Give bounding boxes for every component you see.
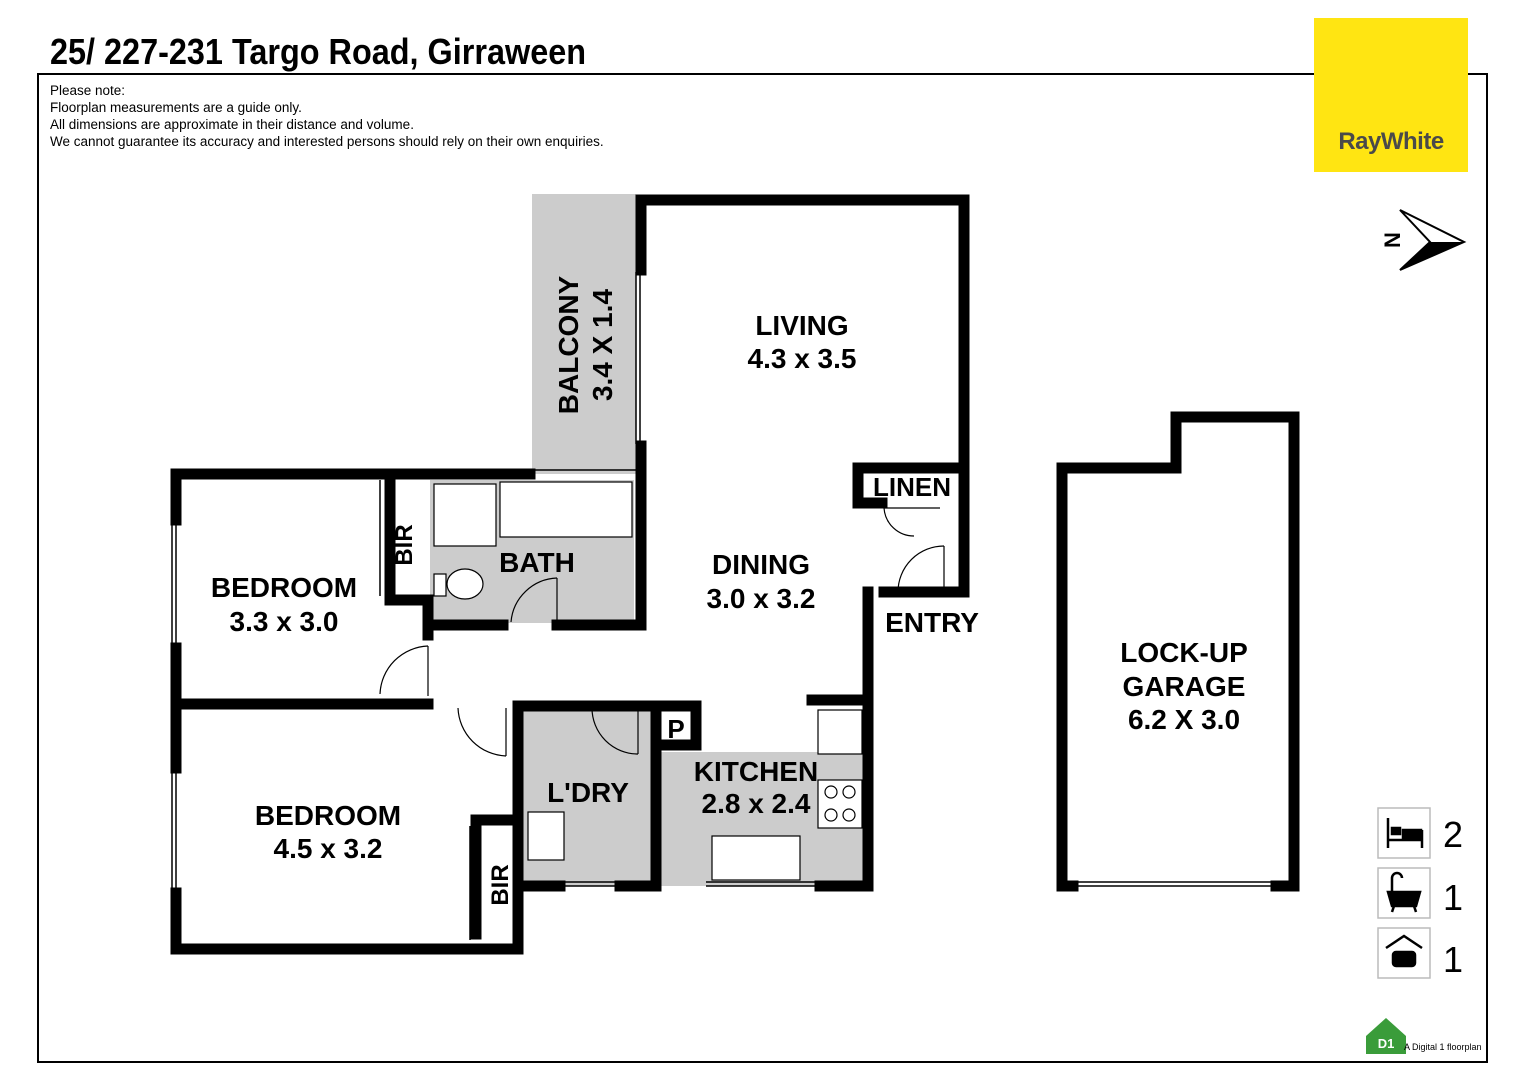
- note-line: All dimensions are approximate in their …: [50, 117, 414, 132]
- bir-bottom-label: BIR: [487, 864, 514, 905]
- windows: [171, 272, 1274, 940]
- bir-top-label: BIR: [391, 524, 418, 565]
- kitchen-label: KITCHEN: [694, 756, 818, 787]
- entry-label: ENTRY: [885, 607, 979, 638]
- credit-text: A Digital 1 floorplan: [1404, 1042, 1482, 1052]
- garage-label-2: GARAGE: [1123, 671, 1246, 702]
- balcony-area: [532, 194, 636, 474]
- bathroom-count: 1: [1443, 877, 1463, 918]
- badge-text: D1: [1378, 1036, 1395, 1051]
- digital1-logo: D1: [1366, 1018, 1406, 1054]
- door-swings: [379, 507, 945, 757]
- linen-label: LINEN: [873, 472, 951, 502]
- balcony-size: 3.4 X 1.4: [587, 289, 618, 402]
- cooktop: [817, 779, 863, 829]
- fixtures: [433, 481, 863, 881]
- disclaimer-notes: Please note: Floorplan measurements are …: [50, 82, 604, 150]
- garage-size: 6.2 X 3.0: [1128, 704, 1240, 735]
- dining-size: 3.0 x 3.2: [707, 583, 816, 614]
- walls: [170, 194, 1300, 955]
- parking-count: 1: [1443, 939, 1463, 980]
- plan-frame: [37, 73, 1488, 1063]
- balcony-label: BALCONY: [553, 275, 584, 414]
- note-line: Floorplan measurements are a guide only.: [50, 100, 302, 115]
- room-labels: BALCONY 3.4 X 1.4 LIVING 4.3 x 3.5 LINEN…: [211, 275, 1248, 905]
- kitchen-sink: [711, 835, 801, 881]
- fridge: [817, 709, 863, 755]
- page-title: 25/ 227-231 Targo Road, Girraween: [50, 31, 587, 72]
- north-arrow-icon: N: [1380, 209, 1467, 271]
- kitchen-size: 2.8 x 2.4: [702, 788, 811, 819]
- toilet: [446, 568, 484, 600]
- bedroom-count: 2: [1443, 814, 1463, 855]
- bath-label: BATH: [499, 547, 575, 578]
- living-size: 4.3 x 3.5: [748, 343, 857, 374]
- bedroom1-label: BEDROOM: [211, 572, 357, 603]
- bathtub: [499, 481, 633, 538]
- bedroom1-size: 3.3 x 3.0: [230, 606, 339, 637]
- garage-label: LOCK-UP: [1120, 637, 1248, 668]
- shower: [433, 483, 497, 547]
- laundry-label: L'DRY: [547, 777, 629, 808]
- laundry-tub: [527, 811, 565, 861]
- living-label: LIVING: [755, 310, 848, 341]
- dining-label: DINING: [712, 549, 810, 580]
- compass-label: N: [1380, 232, 1405, 248]
- pantry-label: P: [667, 714, 684, 744]
- bedroom2-label: BEDROOM: [255, 800, 401, 831]
- toilet-cistern: [433, 573, 447, 597]
- note-line: We cannot guarantee its accuracy and int…: [50, 134, 604, 149]
- logo-text: RayWhite: [1338, 128, 1444, 155]
- bedroom2-size: 4.5 x 3.2: [274, 833, 383, 864]
- raywhite-logo: RayWhite: [1314, 18, 1468, 172]
- note-heading: Please note:: [50, 83, 126, 98]
